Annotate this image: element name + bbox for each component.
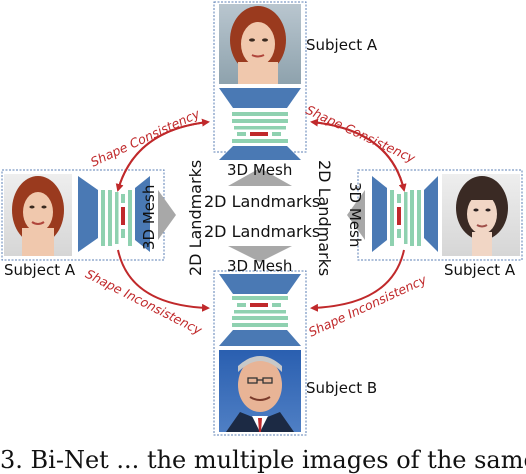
- left-gray-triangle: [158, 190, 176, 240]
- landmarks-right-vertical-label: 2D Landmarks: [315, 160, 334, 277]
- subject-a-top-label: Subject A: [306, 36, 378, 54]
- landmarks-h1-label: 2D Landmarks: [204, 192, 321, 211]
- shape-inconsistency-arrow-left: [117, 249, 210, 312]
- top-gray-triangle: [228, 168, 292, 186]
- subject-a-right-photo: [442, 174, 520, 256]
- mesh-right-label: 3D Mesh: [346, 182, 364, 248]
- subject-b-photo: [219, 350, 301, 432]
- bottom-gray-triangle: [228, 246, 292, 262]
- right-network: [372, 176, 438, 252]
- left-network: [78, 176, 150, 252]
- bottom-panel-frame: [213, 270, 307, 436]
- subject-b-label: Subject B: [306, 379, 378, 397]
- subject-a-left-photo: [4, 174, 72, 256]
- right-gray-triangle: [347, 190, 365, 240]
- mesh-top-label: 3D Mesh: [227, 161, 293, 179]
- landmarks-left-vertical-label: 2D Landmarks: [186, 159, 205, 276]
- shape-inconsistency-arrow-right: [310, 249, 405, 312]
- bottom-network: [219, 274, 301, 346]
- shape-consistency-arrow-right-back: [310, 118, 405, 191]
- shape-consistency-arrow-left-back: [117, 118, 210, 191]
- landmarks-h2-label: 2D Landmarks: [204, 222, 321, 241]
- figure-caption: 3. Bi-Net ... the multiple images of the…: [0, 446, 526, 474]
- subject-a-right-label: Subject A: [444, 261, 516, 279]
- top-network: [219, 88, 301, 160]
- subject-a-left-label: Subject A: [4, 261, 76, 279]
- subject-a-top-photo: [219, 4, 301, 84]
- mesh-bottom-label: 3D Mesh: [227, 257, 293, 275]
- mesh-left-label: 3D Mesh: [140, 184, 158, 250]
